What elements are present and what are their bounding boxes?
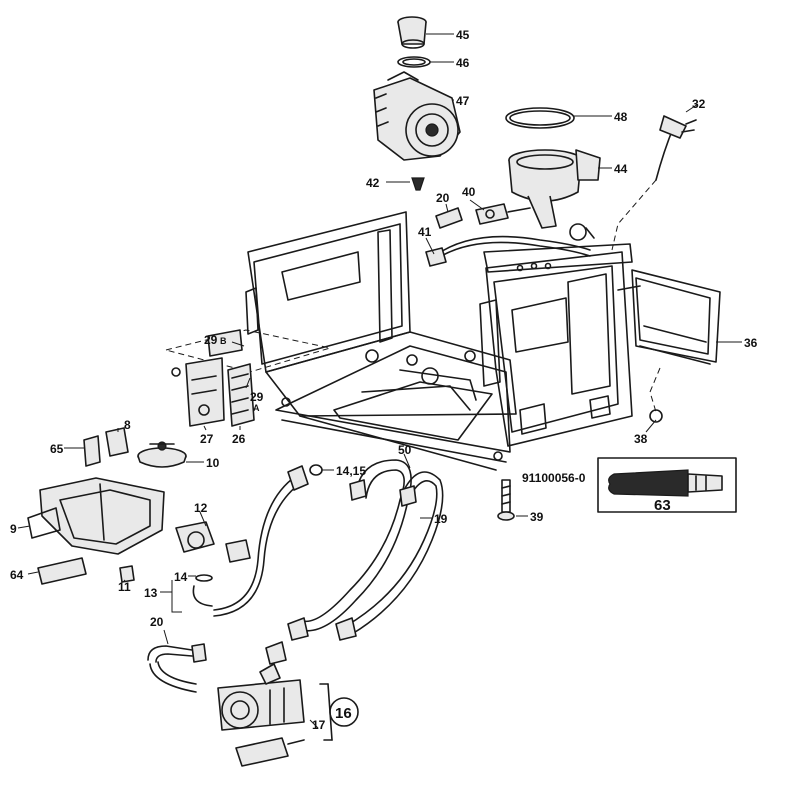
pump-top-assembly — [373, 16, 461, 191]
label-19: 19 — [434, 512, 448, 526]
label-64: 64 — [10, 568, 24, 582]
drain-hoses — [287, 459, 444, 641]
label-32: 32 — [692, 97, 706, 111]
label-13: 13 — [144, 586, 158, 600]
label-29a-suffix: A — [253, 403, 260, 413]
leader-lines — [17, 33, 742, 729]
label-10: 10 — [206, 456, 220, 470]
label-44: 44 — [614, 162, 628, 176]
label-63: 63 — [654, 497, 671, 514]
label-47: 47 — [456, 94, 470, 108]
side-rail — [617, 269, 721, 423]
label-16-circle — [329, 697, 359, 727]
sump-assembly — [505, 107, 601, 241]
small-hose-parts — [425, 203, 591, 267]
label-39: 39 — [530, 510, 544, 524]
label-20-bottom: 20 — [150, 615, 164, 629]
label-38: 38 — [634, 432, 648, 446]
base-frame — [245, 211, 633, 471]
label-11: 11 — [118, 580, 131, 594]
label-36: 36 — [744, 336, 758, 350]
label-50: 50 — [398, 443, 412, 457]
label-41: 41 — [418, 225, 432, 239]
label-16: 16 — [335, 705, 352, 722]
tool-ref-label: 91100056-0 — [522, 471, 586, 485]
label-20-top: 20 — [436, 191, 450, 205]
label-45: 45 — [456, 28, 470, 42]
power-cord — [611, 115, 697, 251]
label-26: 26 — [232, 432, 246, 446]
label-17: 17 — [312, 718, 326, 732]
part-labels: 45 46 47 48 32 44 42 20 40 41 36 29 B 29… — [10, 28, 758, 732]
label-42: 42 — [366, 176, 380, 190]
label-40: 40 — [462, 185, 476, 199]
control-bracket — [165, 329, 331, 427]
switch-parts — [83, 427, 187, 468]
tool-box — [597, 457, 737, 513]
label-27: 27 — [200, 432, 214, 446]
mount-bracket — [27, 477, 165, 585]
label-14-15: 14,15 — [336, 464, 366, 478]
screw — [497, 479, 515, 521]
label-29b-suffix: B — [220, 336, 227, 346]
label-65: 65 — [50, 442, 64, 456]
label-8: 8 — [124, 418, 131, 432]
label-48: 48 — [614, 110, 628, 124]
drain-pump — [147, 641, 333, 767]
label-46: 46 — [456, 56, 470, 70]
inlet-hose — [213, 464, 323, 617]
label-12: 12 — [194, 501, 208, 515]
label-9: 9 — [10, 522, 17, 536]
inlet-valve — [175, 521, 251, 607]
label-29b: 29 — [204, 333, 218, 347]
label-14: 14 — [174, 570, 188, 584]
label-29a: 29 — [250, 390, 264, 404]
